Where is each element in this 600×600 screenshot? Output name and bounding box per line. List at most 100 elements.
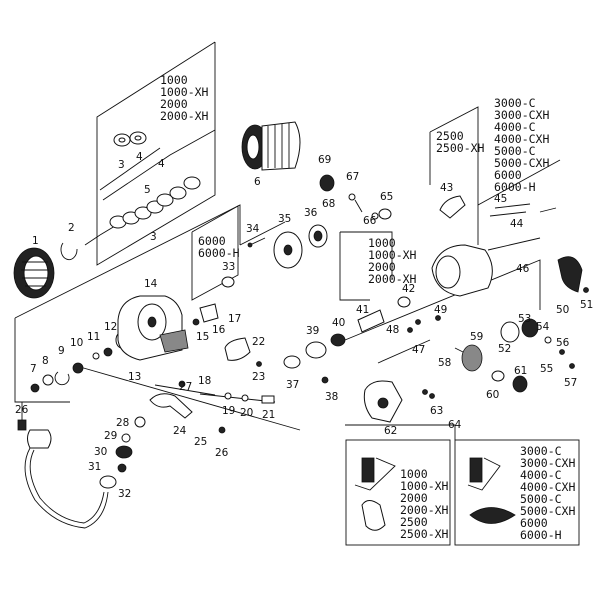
label-37: 37 — [286, 379, 299, 391]
label-39: 39 — [306, 325, 319, 337]
label-46: 46 — [516, 263, 530, 275]
label-17: 17 — [228, 313, 241, 325]
label-49: 49 — [434, 304, 447, 316]
label-30: 30 — [94, 446, 107, 458]
model-box-handle-small: 1000 1000-XH 2000 2000-XH 2500 2500-XH — [400, 467, 449, 541]
model-text: 5000-C — [494, 144, 536, 158]
label-61: 61 — [514, 365, 527, 377]
label-3a: 3 — [118, 159, 125, 171]
label-26a: 26 — [15, 404, 29, 416]
model-box-bail-large: 3000-C 3000-CXH 4000-C 4000-CXH 5000-C 5… — [494, 96, 549, 194]
label-63: 63 — [430, 405, 443, 417]
part-46-rotor — [431, 237, 541, 297]
label-1: 1 — [32, 235, 39, 247]
part-58-61-gear — [454, 344, 528, 393]
model-box-rotor-small: 1000 1000-XH 2000 2000-XH — [368, 236, 417, 286]
label-22: 22 — [252, 336, 265, 348]
model-text: 2000-XH — [368, 272, 417, 286]
label-6: 6 — [254, 176, 261, 188]
model-text: 1000 — [160, 73, 188, 87]
label-41: 41 — [356, 304, 369, 316]
part-24-arm — [149, 380, 226, 434]
part-13-14-body — [117, 295, 189, 361]
model-text: 3000-CXH — [520, 456, 575, 470]
model-text: 5000-CXH — [520, 504, 575, 518]
label-57: 57 — [564, 377, 577, 389]
model-text: 2500 — [400, 515, 428, 529]
label-54: 54 — [536, 321, 550, 333]
label-13: 13 — [128, 371, 141, 383]
label-10: 10 — [70, 337, 83, 349]
model-text: 2500-XH — [400, 527, 449, 541]
label-19: 19 — [222, 405, 235, 417]
model-text: 1000-XH — [400, 479, 449, 493]
part-62-63-sideplate — [363, 380, 435, 423]
model-text: 4000-C — [520, 468, 562, 482]
model-text: 6000 — [520, 516, 548, 530]
label-14: 14 — [144, 278, 158, 290]
label-5: 5 — [144, 184, 151, 196]
part-43-45-bail — [439, 195, 557, 219]
model-text: 4000-CXH — [520, 480, 575, 494]
model-text: 1000 — [368, 236, 396, 250]
model-text: 5000-C — [520, 492, 562, 506]
label-53: 53 — [518, 313, 531, 325]
label-52: 52 — [498, 343, 511, 355]
model-box-handle-large: 3000-C 3000-CXH 4000-C 4000-CXH 5000-C 5… — [520, 444, 575, 542]
part-33-36-parts — [221, 224, 328, 288]
label-8: 8 — [42, 355, 49, 367]
label-38: 38 — [325, 391, 338, 403]
label-68: 68 — [322, 198, 335, 210]
model-text: 1000 — [400, 467, 428, 481]
model-text: 6000 — [198, 234, 226, 248]
model-text: 3000-C — [520, 444, 562, 458]
label-9: 9 — [58, 345, 65, 357]
label-15: 15 — [196, 331, 209, 343]
label-32: 32 — [118, 488, 131, 500]
label-29: 29 — [104, 430, 117, 442]
part-37-42-gear-train — [283, 296, 411, 384]
label-31: 31 — [88, 461, 101, 473]
label-55: 55 — [540, 363, 553, 375]
label-43: 43 — [440, 182, 453, 194]
model-box-spool-6000: 6000 6000-H — [198, 234, 240, 260]
model-text: 6000-H — [198, 246, 240, 260]
label-25: 25 — [194, 436, 207, 448]
label-35: 35 — [278, 213, 291, 225]
label-56: 56 — [556, 337, 570, 349]
model-text: 5000-CXH — [494, 156, 549, 170]
handle-knob-small — [354, 457, 396, 531]
label-67: 67 — [346, 171, 359, 183]
label-51: 51 — [580, 299, 593, 311]
model-text: 2000 — [368, 260, 396, 274]
label-58: 58 — [438, 357, 451, 369]
model-text: 3000-C — [494, 96, 536, 110]
label-42: 42 — [402, 283, 415, 295]
part-18-21-shaft — [199, 392, 276, 404]
label-66: 66 — [363, 215, 377, 227]
part-1-rotor-nut-cover — [13, 247, 55, 299]
model-text: 3000-CXH — [494, 108, 549, 122]
model-text: 4000-C — [494, 120, 536, 134]
model-text: 2000-XH — [160, 109, 209, 123]
label-4b: 4 — [158, 158, 165, 170]
label-12: 12 — [104, 321, 117, 333]
label-2: 2 — [68, 222, 75, 234]
model-text: 2000 — [160, 97, 188, 111]
label-65: 65 — [380, 191, 393, 203]
label-50: 50 — [556, 304, 569, 316]
model-text: 2000-XH — [400, 503, 449, 517]
label-60: 60 — [486, 389, 499, 401]
label-3b: 3 — [150, 231, 157, 243]
label-18: 18 — [198, 375, 211, 387]
label-28: 28 — [116, 417, 129, 429]
label-34: 34 — [246, 223, 260, 235]
part-47-51-small — [407, 256, 589, 333]
label-24: 24 — [173, 425, 187, 437]
model-text: 6000 — [494, 168, 522, 182]
model-box-bail-2500: 2500 2500-XH — [436, 129, 485, 155]
label-7: 7 — [30, 363, 37, 375]
label-26b: 26 — [215, 447, 229, 459]
handle-knob-large — [467, 457, 516, 524]
